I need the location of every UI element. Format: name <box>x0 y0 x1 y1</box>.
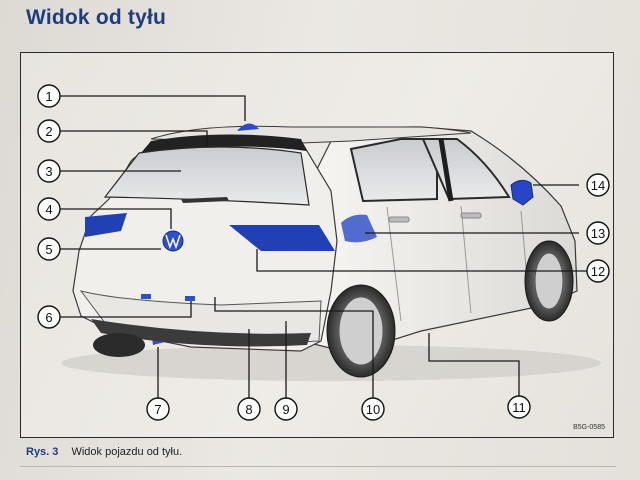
car-rear-illustration: 1 2 3 4 5 6 7 8 9 10 11 12 13 14 <box>21 53 615 439</box>
bottom-rule <box>20 466 616 467</box>
svg-text:5: 5 <box>45 242 52 257</box>
sensor-2 <box>185 296 195 301</box>
svg-text:3: 3 <box>45 164 52 179</box>
door-handle-front <box>461 213 481 218</box>
callout-1: 1 <box>38 85 60 107</box>
callout-4: 4 <box>38 198 60 220</box>
sensor-1 <box>141 294 151 299</box>
svg-text:14: 14 <box>591 178 605 193</box>
figure-label: Rys. 3 <box>26 446 58 458</box>
callout-3: 3 <box>38 160 60 182</box>
callout-14: 14 <box>587 174 609 196</box>
callout-6: 6 <box>38 306 60 328</box>
svg-text:11: 11 <box>512 400 526 415</box>
page-heading: Widok od tyłu <box>26 6 166 30</box>
door-handle-rear <box>389 217 409 222</box>
figure-code: B5G-0585 <box>573 424 605 431</box>
svg-text:9: 9 <box>282 402 289 417</box>
callout-7: 7 <box>147 398 169 420</box>
left-rear-wheel <box>93 333 145 357</box>
side-window-rear <box>351 139 437 201</box>
callout-11: 11 <box>508 396 530 418</box>
callout-8: 8 <box>238 398 260 420</box>
svg-text:10: 10 <box>366 402 380 417</box>
front-rim <box>535 253 563 309</box>
svg-text:4: 4 <box>45 202 52 217</box>
callout-10: 10 <box>362 398 384 420</box>
svg-text:7: 7 <box>154 402 161 417</box>
svg-text:8: 8 <box>245 402 252 417</box>
rear-rim <box>339 297 383 365</box>
callout-2: 2 <box>38 120 60 142</box>
callout-5: 5 <box>38 238 60 260</box>
callout-13: 13 <box>587 222 609 244</box>
callout-12: 12 <box>587 260 609 282</box>
svg-text:2: 2 <box>45 124 52 139</box>
svg-text:13: 13 <box>591 226 605 241</box>
svg-text:1: 1 <box>45 89 52 104</box>
svg-text:12: 12 <box>591 264 605 279</box>
rear-window <box>105 147 309 205</box>
svg-text:6: 6 <box>45 310 52 325</box>
figure-frame: 1 2 3 4 5 6 7 8 9 10 11 12 13 14 B5G-058… <box>20 52 614 438</box>
figure-caption-text: Widok pojazdu od tyłu. <box>71 446 182 458</box>
figure-caption: Rys. 3 Widok pojazdu od tyłu. <box>26 446 182 458</box>
callout-9: 9 <box>275 398 297 420</box>
